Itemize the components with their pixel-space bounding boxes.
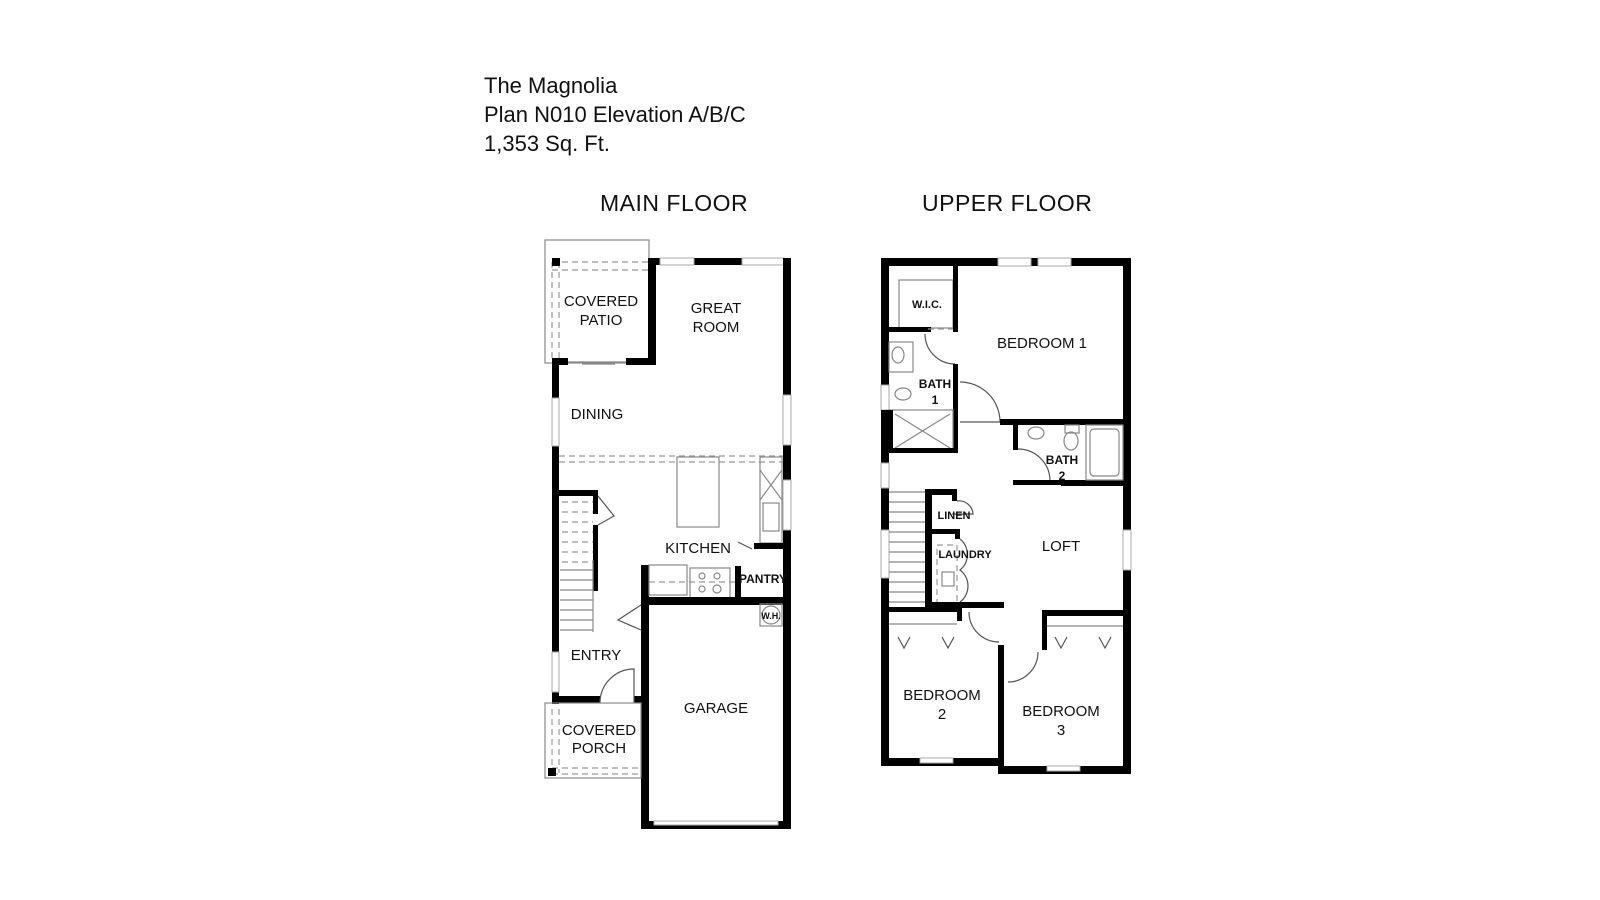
plan-title-block: The Magnolia Plan N010 Elevation A/B/C 1… [484,71,746,158]
covered-porch-outline [544,702,642,779]
room-label-water-heater: W.H. [761,611,781,621]
room-label-entry: ENTRY [571,647,622,664]
water-heater [759,603,783,627]
room-label-pantry: PANTRY [739,572,787,586]
upper-floor-heading: UPPER FLOOR [922,190,1093,216]
plan-name: The Magnolia [484,73,618,98]
stairs-main [560,560,594,632]
room-label-garage: GARAGE [684,700,748,717]
room-label-linen: LINEN [938,510,971,522]
room-label-loft: LOFT [1042,538,1080,555]
square-footage: 1,353 Sq. Ft. [484,131,610,156]
plan-code: Plan N010 Elevation A/B/C [484,102,746,127]
room-label-bedroom-1: BEDROOM 1 [997,335,1087,352]
room-label-wic: W.I.C. [912,299,942,311]
stairs-upper [889,491,925,603]
main-floor-heading: MAIN FLOOR [600,190,749,216]
kitchen-island [676,456,720,528]
room-label-dining: DINING [571,406,624,423]
room-label-kitchen: KITCHEN [665,540,731,557]
room-label-laundry: LAUNDRY [938,549,992,561]
